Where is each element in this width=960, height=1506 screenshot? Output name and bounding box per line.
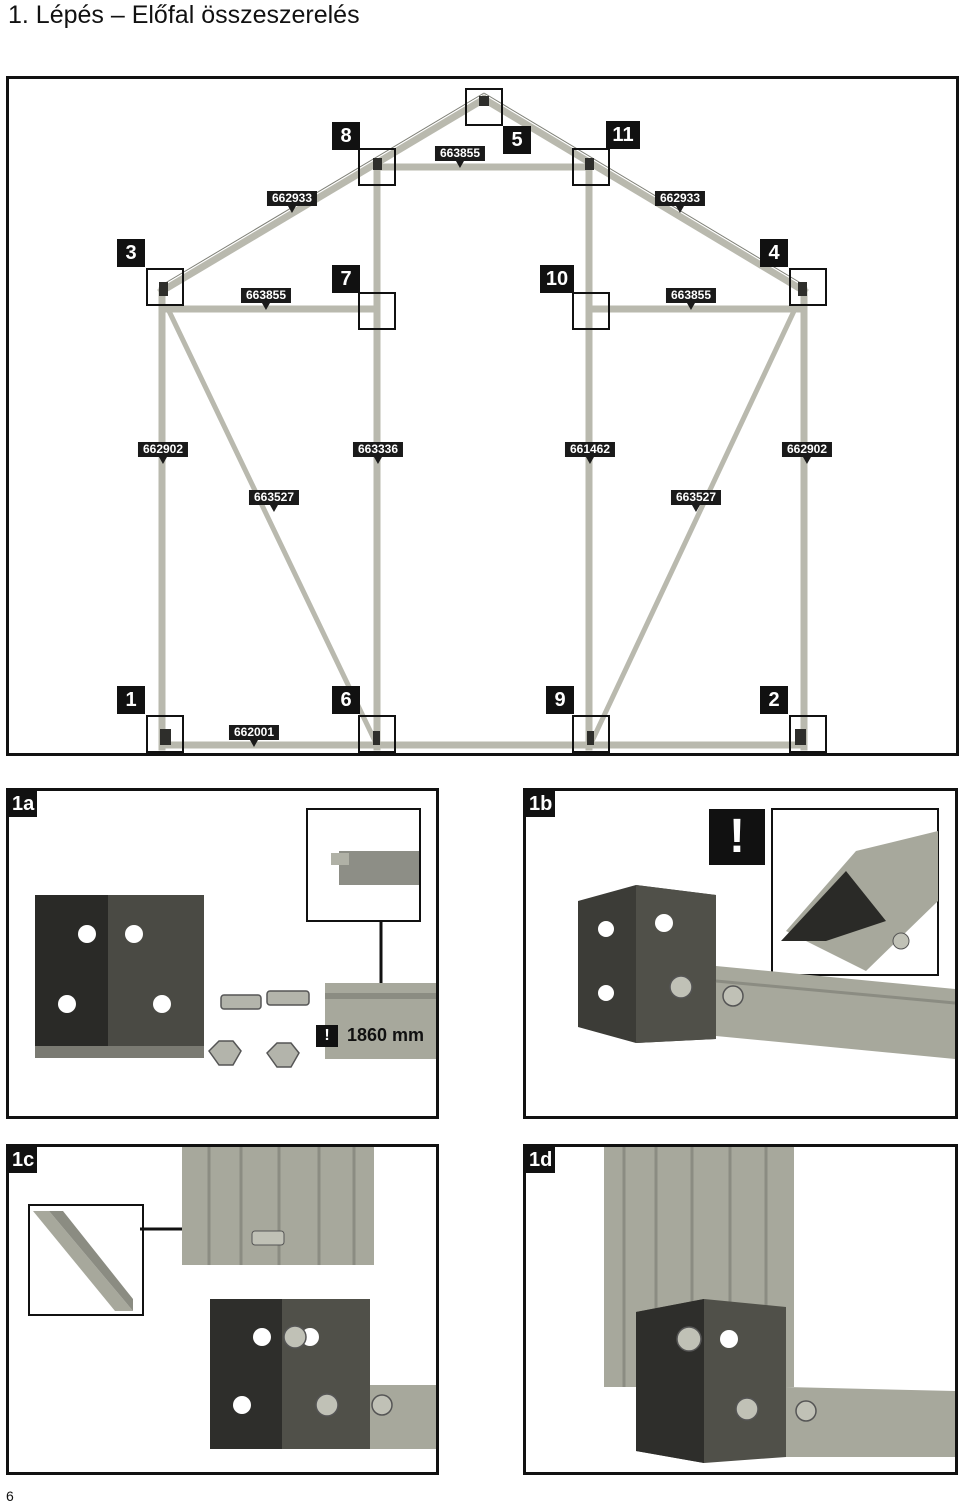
bracket-and-bolts-drawing xyxy=(35,808,436,1068)
part-label: 662933 xyxy=(266,191,318,213)
part-label: 663527 xyxy=(248,490,300,512)
detail-box-3 xyxy=(146,268,184,306)
detail-tag: 1d xyxy=(526,1147,556,1173)
detail-box-6 xyxy=(358,715,396,753)
detail-box-7 xyxy=(358,292,396,330)
part-label: 662902 xyxy=(781,442,833,464)
detail-tag: 1a xyxy=(9,791,38,817)
detail-box-8 xyxy=(358,148,396,186)
roof-right xyxy=(479,94,809,296)
detail-1c: 1c xyxy=(6,1144,439,1475)
part-label: 663855 xyxy=(665,288,717,310)
detail-box-2 xyxy=(789,715,827,753)
main-assembly-diagram: 8 5 11 3 4 7 10 1 6 9 2 663855 662933 66… xyxy=(6,76,959,756)
detail-tag: 1c xyxy=(9,1147,38,1173)
step-number: 1 xyxy=(117,686,145,714)
step-number: 6 xyxy=(332,686,360,714)
step-number: 2 xyxy=(760,686,788,714)
warning-icon: ! xyxy=(709,809,765,865)
part-label: 663336 xyxy=(352,442,404,464)
detail-tag: 1b xyxy=(526,791,556,817)
detail-box-5 xyxy=(465,88,503,126)
roof-left xyxy=(157,94,489,296)
detail-box-4 xyxy=(789,268,827,306)
detail-1a: 1a ! 1860 mm xyxy=(6,788,439,1119)
step-number: 9 xyxy=(546,686,574,714)
part-label: 662001 xyxy=(228,725,280,747)
step-number: 8 xyxy=(332,122,360,150)
warning-icon: ! xyxy=(316,1025,338,1047)
detail-box-1 xyxy=(146,715,184,753)
page-title: 1. Lépés – Előfal összeszerelés xyxy=(8,1,360,29)
step-number: 7 xyxy=(332,265,360,293)
length-measurement: 1860 mm xyxy=(347,1025,425,1045)
detail-1b: 1b ! xyxy=(523,788,958,1119)
page-number: 6 xyxy=(6,1488,14,1504)
brace-right xyxy=(589,307,798,743)
angled-corner-bracket-drawing xyxy=(578,808,955,1059)
part-label: 663855 xyxy=(240,288,292,310)
part-label: 663855 xyxy=(434,146,486,168)
part-label: 663527 xyxy=(670,490,722,512)
assembled-corner-drawing xyxy=(604,1147,955,1463)
part-label: 662933 xyxy=(654,191,706,213)
detail-box-10 xyxy=(572,292,610,330)
part-label: 662902 xyxy=(137,442,189,464)
step-number: 4 xyxy=(760,239,788,267)
detail-box-11 xyxy=(572,148,610,186)
step-number: 11 xyxy=(606,121,640,149)
brace-left xyxy=(165,307,378,743)
step-number: 3 xyxy=(117,239,145,267)
part-label: 661462 xyxy=(564,442,616,464)
front-wall-frame-drawing xyxy=(146,88,827,753)
post-to-bracket-drawing xyxy=(28,1147,436,1449)
step-number: 5 xyxy=(503,126,531,154)
step-number: 10 xyxy=(540,265,574,293)
detail-box-9 xyxy=(572,715,610,753)
detail-1d: 1d xyxy=(523,1144,958,1475)
